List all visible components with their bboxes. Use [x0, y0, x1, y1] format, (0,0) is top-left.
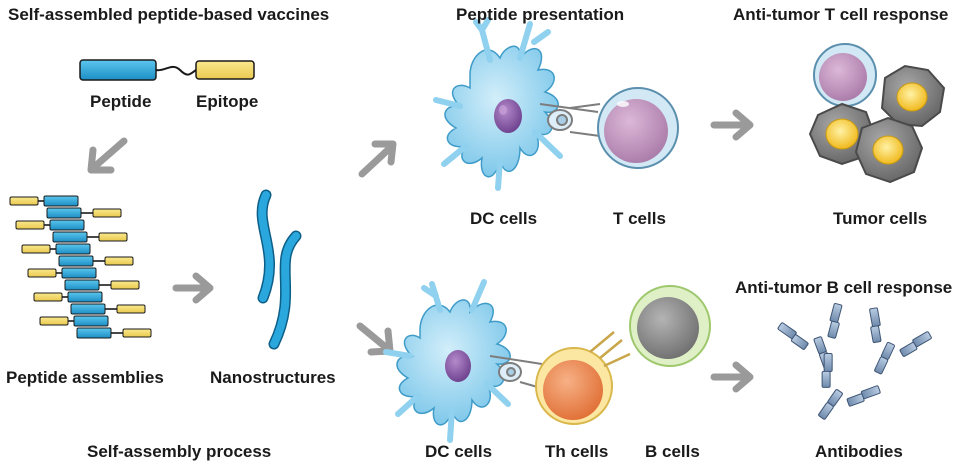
assembly-unit: [9, 195, 79, 207]
label-peptide-assemblies: Peptide assemblies: [6, 368, 164, 387]
tumor-cluster: [808, 43, 946, 184]
peptide-assemblies-stack: [9, 195, 152, 339]
heading-process: Self-assembly process: [87, 442, 271, 461]
assembly-unit: [52, 231, 128, 243]
peptide-segment: [58, 255, 94, 267]
epitope-segment: [122, 328, 152, 338]
arrow-up-right-icon: [358, 140, 397, 178]
label-b-cells: B cells: [645, 442, 700, 461]
assembly-unit: [27, 267, 97, 279]
label-tumor-cells: Tumor cells: [833, 209, 927, 228]
antibodies-group: [777, 302, 932, 420]
assembly-unit: [46, 207, 122, 219]
epitope-segment: [104, 256, 134, 266]
peptide-segment: [67, 291, 103, 303]
assembly-unit: [76, 327, 152, 339]
label-epitope: Epitope: [196, 92, 258, 111]
peptide-segment: [70, 303, 106, 315]
peptide-segment: [76, 327, 112, 339]
label-nanostructures: Nanostructures: [210, 368, 336, 387]
heading-presentation: Peptide presentation: [456, 5, 624, 24]
epitope-segment: [33, 292, 63, 302]
epitope-segment: [21, 244, 51, 254]
tumor-cell-3: [854, 116, 924, 184]
heading-t-response: Anti-tumor T cell response: [733, 5, 948, 24]
nanostructures-shape: [256, 189, 302, 350]
antibody-icon: [869, 307, 932, 375]
arrow-right-icon: [172, 272, 214, 304]
dc-nucleus-bottom: [445, 350, 471, 382]
label-th-cells: Th cells: [545, 442, 608, 461]
assembly-unit: [58, 255, 134, 267]
epitope-segment: [9, 196, 39, 206]
linker-chain: [155, 65, 197, 76]
arrow-down-left-icon: [87, 137, 128, 174]
antibody-icon: [818, 352, 881, 420]
arrow-right-bottom-icon: [710, 361, 754, 393]
t-cell: [597, 87, 679, 169]
peptide-block: [79, 59, 157, 81]
peptide-segment: [55, 243, 91, 255]
label-t-cells: T cells: [613, 209, 666, 228]
dc-nucleus-top: [494, 99, 522, 133]
peptide-epitope-unit: [79, 59, 255, 81]
epitope-block: [195, 60, 255, 80]
th-b-linkers: [589, 331, 631, 368]
label-antibodies: Antibodies: [815, 442, 903, 461]
mhc-tcr-complex-bottom: [489, 355, 549, 391]
epitope-segment: [116, 304, 146, 314]
heading-b-response: Anti-tumor B cell response: [735, 278, 952, 297]
peptide-segment: [61, 267, 97, 279]
epitope-segment: [15, 220, 45, 230]
assembly-unit: [21, 243, 91, 255]
epitope-segment: [110, 280, 140, 290]
epitope-segment: [27, 268, 57, 278]
epitope-segment: [92, 208, 122, 218]
assembly-unit: [39, 315, 109, 327]
peptide-segment: [43, 195, 79, 207]
assembly-unit: [15, 219, 85, 231]
mhc-tcr-complex-top: [539, 103, 601, 137]
label-dc-bottom: DC cells: [425, 442, 492, 461]
assembly-unit: [70, 303, 146, 315]
arrow-right-top-icon: [710, 109, 754, 141]
peptide-segment: [52, 231, 88, 243]
assembly-unit: [64, 279, 140, 291]
label-dc-top: DC cells: [470, 209, 537, 228]
dc-cell-top: [433, 17, 563, 191]
antibody-icon: [777, 302, 843, 370]
label-peptide: Peptide: [90, 92, 151, 111]
heading-vaccines: Self-assembled peptide-based vaccines: [8, 5, 329, 24]
tumor-cell-1: [880, 64, 946, 128]
peptide-segment: [49, 219, 85, 231]
b-cell: [629, 285, 711, 367]
dc-cell-bottom: [383, 279, 511, 443]
assembly-unit: [33, 291, 103, 303]
th-cell: [535, 347, 613, 425]
peptide-segment: [73, 315, 109, 327]
epitope-segment: [39, 316, 69, 326]
t-cell-attacking: [813, 43, 877, 107]
arrow-down-right-icon: [356, 322, 394, 356]
epitope-segment: [98, 232, 128, 242]
peptide-segment: [46, 207, 82, 219]
peptide-segment: [64, 279, 100, 291]
